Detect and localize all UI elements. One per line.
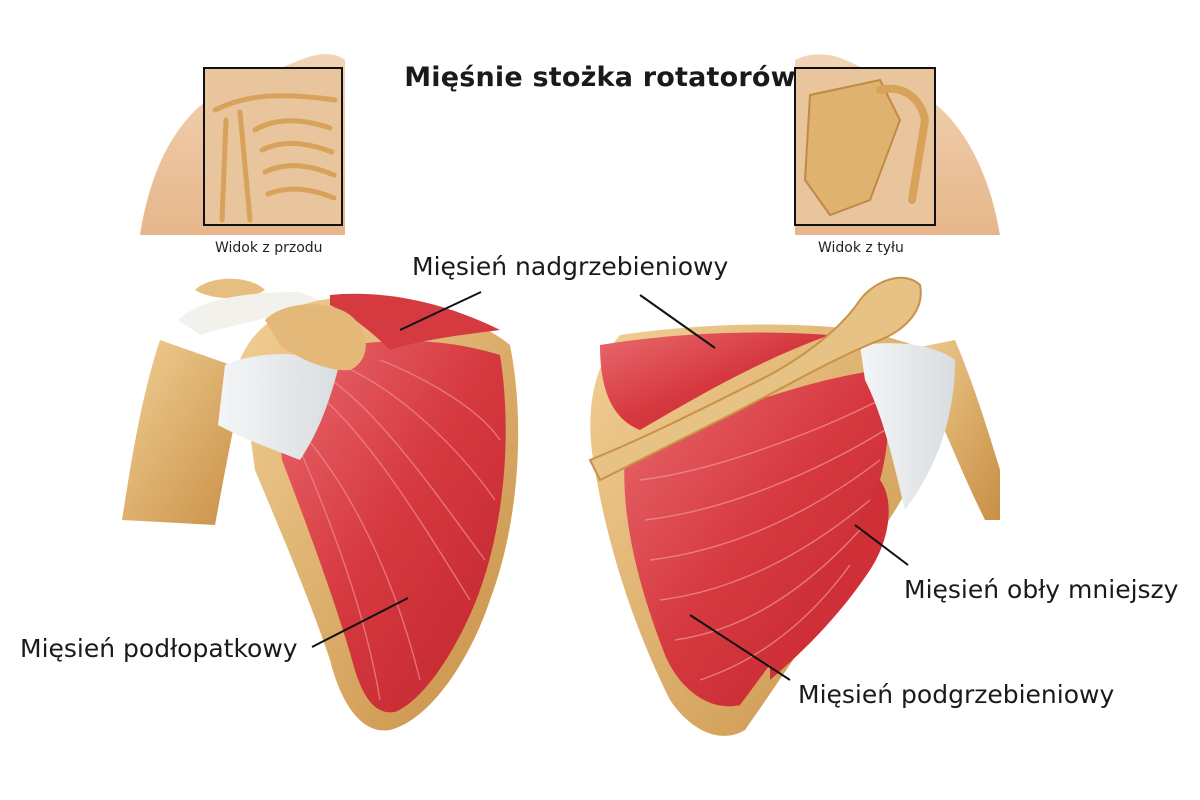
front-view-caption: Widok z przodu (215, 240, 323, 256)
scapular-spine-bone (588, 276, 922, 482)
subscapularis-label: Mięsień podłopatkowy (20, 634, 298, 663)
back-scapula-bone (803, 78, 902, 217)
subscapularis-tendon (218, 354, 340, 460)
teres-minor-label: Mięsień obły mniejszy (904, 575, 1179, 604)
right-supraspinatus-muscle (600, 332, 830, 430)
front-view-inset (140, 54, 345, 235)
diagram-title: Mięśnie stożka rotatorów (404, 62, 796, 93)
right-cuff-tendon (860, 343, 955, 510)
leader-lines (311, 291, 909, 681)
infraspinatus-muscle (624, 370, 889, 707)
left-acromion-bone (195, 278, 265, 299)
infraspinatus-leader (689, 614, 791, 681)
supraspinatus-label: Mięsień nadgrzebieniowy (412, 252, 729, 281)
supraspinatus-leader-left (399, 291, 482, 331)
left-humerus-bone (122, 340, 245, 525)
subscapularis-leader (311, 597, 409, 648)
left-coracoid-bone (265, 304, 366, 371)
subscapularis-muscle (275, 340, 506, 713)
front-shoulder-illustration (122, 278, 519, 731)
back-shoulder-illustration (588, 276, 1000, 736)
teres-minor-muscle (770, 480, 889, 680)
teres-minor-leader (854, 524, 909, 566)
front-ribcage-bones (212, 93, 338, 223)
left-clavicle-ligament (178, 292, 330, 335)
back-view-caption: Widok z tyłu (818, 240, 904, 256)
back-view-inset (794, 54, 1000, 235)
infraspinatus-label: Mięsień podgrzebieniowy (798, 680, 1115, 709)
infraspinatus-fibers (639, 399, 886, 681)
supraspinatus-leader-right (639, 294, 716, 349)
back-shoulder-bone (876, 84, 930, 204)
